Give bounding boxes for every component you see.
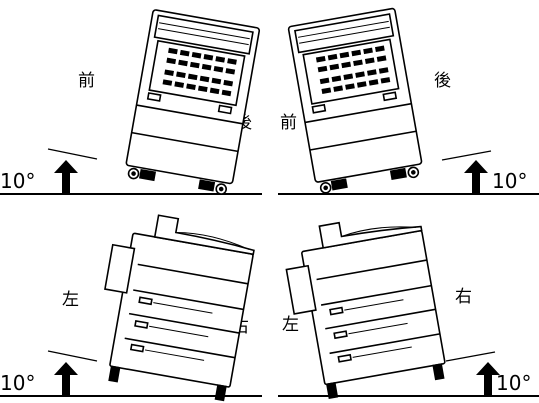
side-label-left: 左 — [62, 290, 79, 310]
panel-top-right: 10° 前 後 — [278, 7, 539, 195]
up-arrow-icon — [464, 160, 488, 194]
angle-guide-line — [47, 148, 98, 160]
side-label-left: 左 — [282, 315, 299, 335]
side-label-front: 前 — [280, 113, 297, 133]
side-label-front: 前 — [78, 71, 95, 91]
printer-front-view — [287, 7, 423, 194]
printer-side-view — [285, 221, 446, 399]
angle-guide-line — [441, 150, 492, 161]
up-arrow-icon — [54, 160, 78, 194]
panel-top-left: 10° 前 後 — [0, 9, 262, 195]
angle-label: 10° — [0, 169, 35, 193]
panel-bottom-left: 10° 左 右 — [0, 214, 262, 402]
up-arrow-icon — [476, 362, 500, 396]
side-label-back: 後 — [434, 71, 451, 91]
up-arrow-icon — [54, 362, 78, 396]
angle-label: 10° — [0, 371, 35, 395]
side-label-right: 右 — [455, 287, 472, 307]
angle-label: 10° — [492, 169, 527, 193]
printer-side-view — [104, 214, 255, 402]
angle-guide-line — [47, 350, 98, 362]
printer-front-view — [125, 9, 261, 195]
angle-guide-line — [445, 351, 496, 362]
angle-label: 10° — [496, 371, 531, 395]
panel-bottom-right: 10° 左 右 — [278, 221, 539, 399]
